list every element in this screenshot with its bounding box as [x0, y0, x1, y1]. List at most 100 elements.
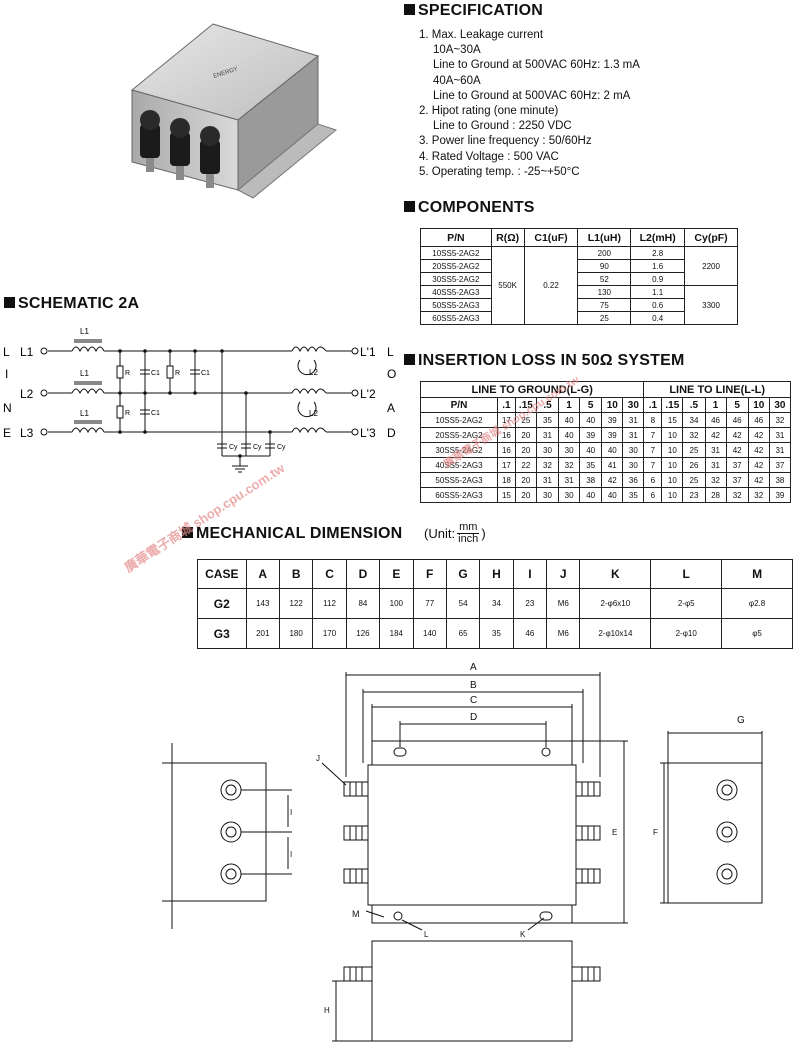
- lg-value-cell: 39: [601, 427, 624, 443]
- dim-label-c: C: [470, 695, 477, 706]
- dimension-cell: φ5: [721, 618, 793, 649]
- freq-header: 30: [768, 397, 792, 413]
- resistor-label: R: [175, 370, 180, 377]
- dim-label-i: I: [290, 808, 292, 817]
- spec-line: 2. Hipot rating (one minute): [419, 105, 559, 118]
- lg-value-cell: 40: [601, 487, 624, 503]
- dimension-cell: φ2.8: [721, 588, 793, 619]
- col-header: D: [345, 559, 381, 589]
- inductor-label: L1: [80, 369, 89, 378]
- section-bullet-icon: [182, 527, 193, 538]
- spec-line: 3. Power line frequency : 50/60Hz: [419, 135, 592, 148]
- lg-value-cell: 38: [579, 472, 603, 488]
- lg-value-cell: 30: [558, 442, 581, 458]
- dim-label-d: D: [470, 712, 477, 723]
- ll-value-cell: 26: [682, 457, 706, 473]
- schematic-title: SCHEMATIC 2A: [4, 295, 139, 313]
- ll-value-cell: 39: [768, 487, 792, 503]
- lg-value-cell: 31: [535, 472, 560, 488]
- schematic-right-letter: A: [387, 401, 395, 415]
- pn-cell: 50SS5-2AG3: [420, 472, 498, 488]
- lg-value-cell: 36: [622, 472, 645, 488]
- dim-label-e: E: [612, 828, 617, 837]
- section-bullet-icon: [404, 201, 415, 212]
- ll-value-cell: 34: [682, 412, 706, 428]
- specification-title: SPECIFICATION: [404, 2, 543, 20]
- l2-cell: 0.9: [630, 272, 686, 286]
- ll-value-cell: 6: [643, 487, 663, 503]
- lg-value-cell: 20: [514, 472, 537, 488]
- col-header: H: [479, 559, 514, 589]
- schematic-line-in: L1: [20, 345, 34, 359]
- dimension-cell: 2-φ5: [650, 588, 723, 619]
- ll-value-cell: 10: [661, 472, 684, 488]
- dimension-cell: 201: [245, 618, 280, 649]
- dimension-cell: 112: [312, 588, 347, 619]
- ll-value-cell: 28: [704, 487, 727, 503]
- l1-cell: 130: [577, 285, 632, 299]
- lg-value-cell: 22: [514, 457, 537, 473]
- product-photo: ENERGY: [118, 12, 340, 212]
- ll-value-cell: 37: [725, 457, 749, 473]
- section-bullet-icon: [4, 297, 15, 308]
- lg-value-cell: 42: [601, 472, 624, 488]
- ll-value-cell: 37: [725, 472, 749, 488]
- dimension-cell: 2-φ10: [650, 618, 723, 649]
- schematic-right-letter: L: [387, 345, 394, 359]
- lg-value-cell: 30: [535, 487, 560, 503]
- mechanical-title: MECHANICAL DIMENSION: [182, 525, 402, 543]
- ll-value-cell: 10: [661, 427, 684, 443]
- lg-value-cell: 30: [622, 457, 645, 473]
- ll-value-cell: 46: [704, 412, 727, 428]
- col-header: L1(uH): [577, 228, 632, 247]
- r-cell: 550K: [490, 246, 525, 325]
- dimension-cell: 184: [379, 618, 414, 649]
- cy-cell: 2200: [684, 246, 738, 286]
- lg-value-cell: 16: [496, 442, 516, 458]
- schematic-line-in: L3: [20, 426, 34, 440]
- spec-line: Line to Ground at 500VAC 60Hz: 1.3 mA: [433, 59, 640, 72]
- resistor-label: R: [125, 410, 130, 417]
- l1-cell: 200: [577, 246, 632, 260]
- ll-value-cell: 23: [682, 487, 706, 503]
- spec-line: Line to Ground at 500VAC 60Hz: 2 mA: [433, 89, 631, 102]
- col-header: B: [278, 559, 314, 589]
- schematic-line-out: L'1: [360, 345, 376, 359]
- l1-cell: 75: [577, 298, 632, 312]
- mechanical-drawing: A B C D E F G H I I J M L K: [160, 655, 798, 1043]
- unit-bottom: inch: [458, 533, 479, 545]
- col-header: CASE: [197, 559, 247, 589]
- lg-value-cell: 31: [558, 472, 581, 488]
- table-row: 50SS5-2AG3 75 0.6: [420, 298, 738, 312]
- inductor-label: L1: [80, 327, 89, 336]
- col-header: R(Ω): [490, 228, 525, 247]
- dim-label-i: I: [290, 850, 292, 859]
- dim-label-k: K: [520, 930, 526, 939]
- pn-cell: 60SS5-2AG3: [420, 487, 498, 503]
- dim-label-h: H: [324, 1006, 330, 1015]
- pn-cell: 30SS5-2AG2: [420, 272, 492, 286]
- schematic-right-letter: D: [387, 426, 396, 440]
- dimension-cell: 77: [412, 588, 447, 619]
- unit-top: mm: [457, 521, 480, 534]
- lg-value-cell: 31: [535, 427, 560, 443]
- ll-value-cell: 25: [682, 472, 706, 488]
- lg-value-cell: 18: [496, 472, 516, 488]
- unit-suffix: ): [481, 526, 486, 541]
- col-header: A: [245, 559, 280, 589]
- spec-line: 1. Max. Leakage current: [419, 29, 544, 41]
- freq-header: .15: [661, 397, 684, 413]
- lg-value-cell: 40: [558, 412, 581, 428]
- lg-value-cell: 20: [514, 427, 537, 443]
- dimension-cell: 46: [512, 618, 548, 649]
- ll-value-cell: 32: [725, 487, 749, 503]
- pn-cell: 60SS5-2AG3: [420, 311, 492, 325]
- l1-cell: 90: [577, 259, 632, 273]
- ll-value-cell: 31: [768, 427, 792, 443]
- col-header: E: [379, 559, 414, 589]
- pn-cell: 20SS5-2AG2: [420, 259, 492, 273]
- col-header: K: [579, 559, 652, 589]
